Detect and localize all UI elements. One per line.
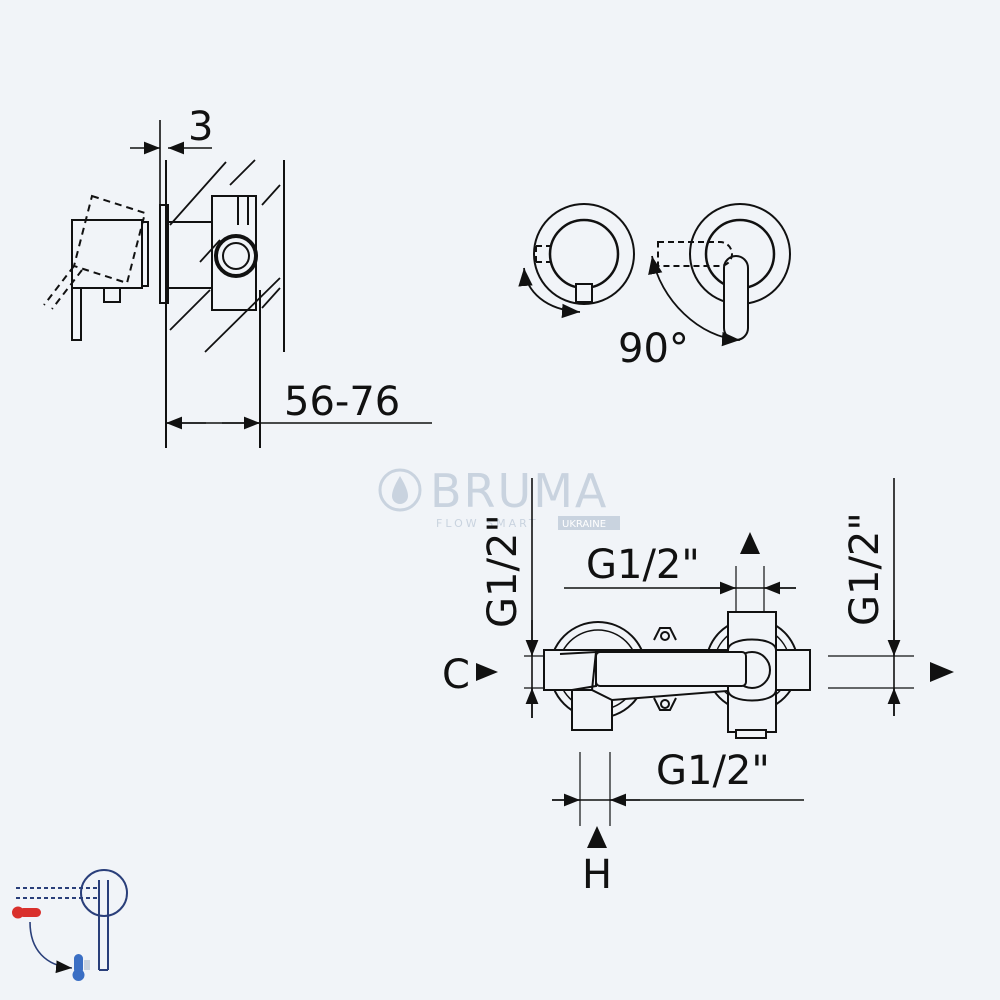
rosette-left <box>533 203 635 305</box>
handle-rotated-position <box>43 194 147 310</box>
side-view <box>43 120 432 448</box>
side-outlet-port <box>214 234 258 278</box>
dim-right-thread: G1/2" <box>842 512 888 626</box>
water-drop-icon <box>378 468 422 512</box>
dim-top-thread: G1/2" <box>586 542 700 588</box>
cold-label: C <box>442 652 470 698</box>
dim-plate-thickness: 3 <box>188 104 213 150</box>
outlet-up-arrow <box>740 532 760 554</box>
collar <box>141 221 149 287</box>
front-view <box>518 203 791 347</box>
dim-bottom-thread: G1/2" <box>656 748 770 794</box>
hot-in-arrow <box>587 826 607 848</box>
hot-cold-mixer-icon <box>12 869 128 981</box>
watermark-brand: BRUMA <box>430 464 608 518</box>
cold-thermometer-icon <box>72 954 85 981</box>
outlet-right-arrow <box>930 662 954 682</box>
watermark-tagline: FLOW SMART <box>436 517 539 530</box>
handle-lever <box>71 287 82 341</box>
cold-in-arrow <box>476 663 498 681</box>
hot-thermometer-icon <box>12 906 41 919</box>
handle-screw <box>103 287 121 303</box>
connection-view <box>524 478 914 826</box>
hot-label: H <box>582 852 612 898</box>
dim-left-thread: G1/2" <box>480 514 526 628</box>
lever-down <box>723 255 749 341</box>
rotation-angle: 90° <box>618 326 689 372</box>
watermark-region: UKRAINE <box>562 519 606 530</box>
dim-depth-range: 56-76 <box>284 379 400 425</box>
wall-hatching <box>169 159 281 353</box>
flow-arrows <box>476 532 954 848</box>
watermark: BRUMA FLOW SMART UKRAINE <box>378 464 620 530</box>
